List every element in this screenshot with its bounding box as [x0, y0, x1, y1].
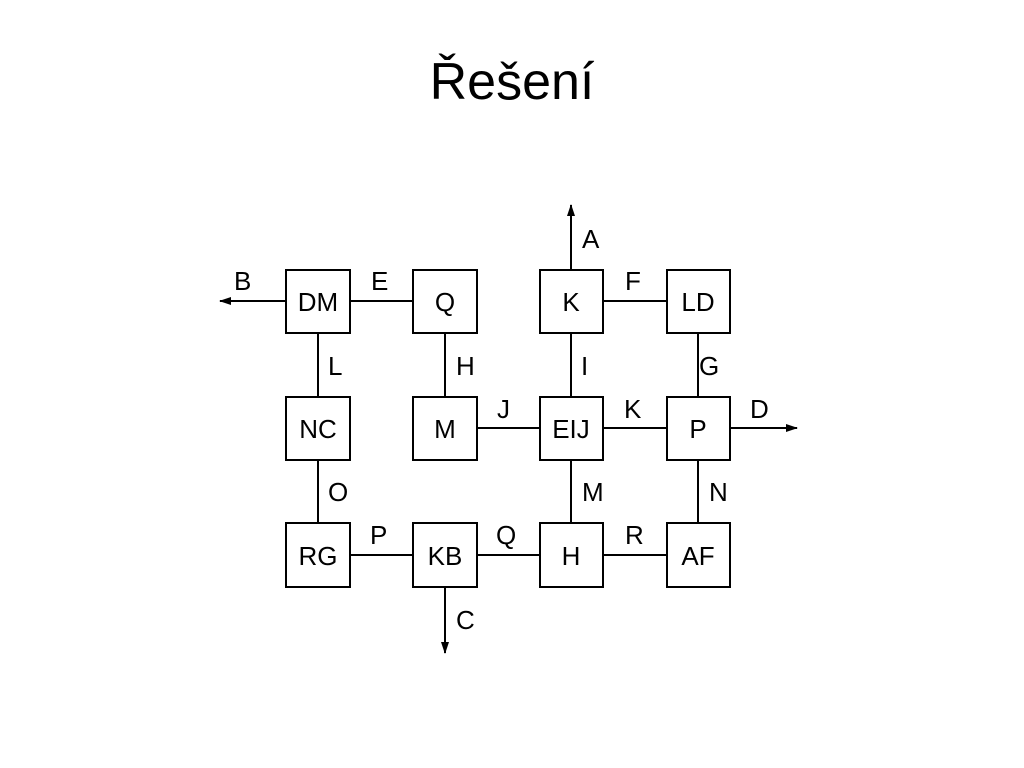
- edge-p-af: N: [697, 460, 728, 523]
- node-dm: DM: [285, 269, 351, 334]
- node-label-eij: EIJ: [552, 414, 590, 444]
- edge-label-q: Q: [496, 520, 516, 550]
- edge-label-n: N: [709, 477, 728, 507]
- node-label-h: H: [562, 541, 581, 571]
- edge-label-o: O: [328, 477, 348, 507]
- edge-label-e: E: [371, 266, 388, 296]
- arrow-label-c: C: [456, 605, 475, 635]
- arrow-label-a: A: [582, 224, 600, 254]
- edge-dm-q: E: [350, 266, 413, 302]
- node-p: P: [666, 396, 731, 461]
- node-ld: LD: [666, 269, 731, 334]
- arrow-a: A: [567, 204, 600, 270]
- node-k: K: [539, 269, 604, 334]
- edge-label-g: G: [699, 351, 719, 381]
- edge-label-i: I: [581, 351, 588, 381]
- edge-label-j: J: [497, 394, 510, 424]
- edge-label-m: M: [582, 477, 604, 507]
- arrow-c: C: [441, 587, 475, 654]
- edge-k-ld: F: [603, 266, 667, 302]
- node-label-rg: RG: [299, 541, 338, 571]
- edge-dm-nc: L: [317, 333, 342, 397]
- edge-m-eij: J: [477, 394, 540, 429]
- edge-label-f: F: [625, 266, 641, 296]
- edge-label-h: H: [456, 351, 475, 381]
- node-eij: EIJ: [539, 396, 604, 461]
- node-label-dm: DM: [298, 287, 338, 317]
- arrow-b: B: [219, 266, 286, 305]
- edge-eij-h: M: [570, 460, 604, 523]
- node-af: AF: [666, 522, 731, 588]
- node-label-nc: NC: [299, 414, 337, 444]
- edge-label-r: R: [625, 520, 644, 550]
- node-label-ld: LD: [681, 287, 714, 317]
- edge-rg-kb: P: [350, 520, 413, 556]
- edge-q-m: H: [444, 333, 475, 397]
- node-m: M: [412, 396, 478, 461]
- edge-eij-p: K: [603, 394, 667, 429]
- node-rg: RG: [285, 522, 351, 588]
- node-q: Q: [412, 269, 478, 334]
- arrow-label-b: B: [234, 266, 251, 296]
- edge-h-af: R: [603, 520, 667, 556]
- node-label-p: P: [689, 414, 706, 444]
- node-label-q: Q: [435, 287, 455, 317]
- arrow-label-d: D: [750, 394, 769, 424]
- edge-label-k: K: [624, 394, 642, 424]
- node-label-af: AF: [681, 541, 714, 571]
- node-h: H: [539, 522, 604, 588]
- edge-nc-rg: O: [317, 460, 348, 523]
- arrow-d: D: [730, 394, 798, 432]
- edge-ld-p: G: [697, 333, 719, 397]
- node-nc: NC: [285, 396, 351, 461]
- node-label-kb: KB: [428, 541, 463, 571]
- edge-label-l: L: [328, 351, 342, 381]
- node-label-k: K: [562, 287, 580, 317]
- node-kb: KB: [412, 522, 478, 588]
- node-label-m: M: [434, 414, 456, 444]
- edge-label-p: P: [370, 520, 387, 550]
- edge-k-eij: I: [570, 333, 588, 397]
- slide-title: Řešení: [429, 53, 595, 111]
- edge-kb-h: Q: [477, 520, 540, 556]
